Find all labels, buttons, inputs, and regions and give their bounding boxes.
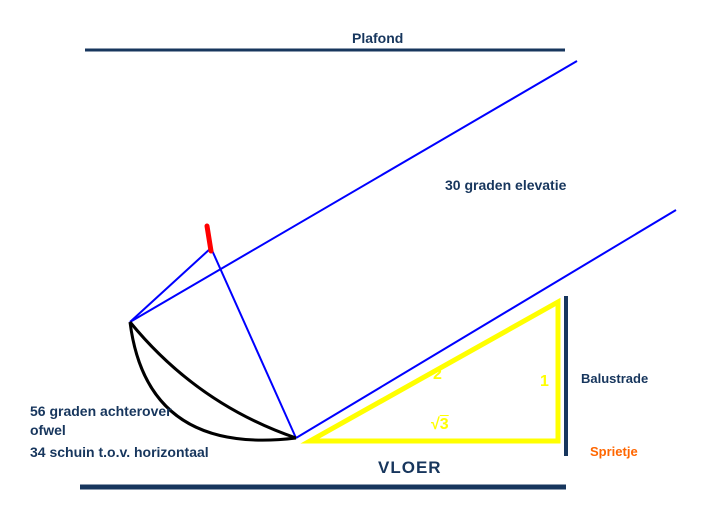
balustrade-label: Balustrade [581, 371, 649, 386]
tilt-text-line3: 34 schuin t.o.v. horizontaal [30, 444, 209, 460]
tilt-text-line1: 56 graden achterover [30, 403, 172, 419]
upper-incline-line [129, 60, 578, 323]
tilt-text-line2: ofwel [30, 422, 66, 438]
sqrt-sign: √ [431, 416, 440, 433]
stick-right-line [210, 247, 297, 439]
yellow-triangle [300, 297, 561, 444]
elevation-label: 30 graden elevatie [445, 177, 567, 193]
ceiling-label: Plafond [352, 30, 404, 46]
floor-label: VLOER [378, 458, 442, 477]
bent-stick-arc-outer [128, 321, 297, 442]
triangle-base-label: √3 [431, 417, 449, 433]
red-tip-mark [204, 223, 214, 254]
bent-stick-arc-inner [128, 321, 297, 440]
sprietje-label: Sprietje [590, 444, 638, 459]
triangle-hypotenuse-label: 2 [433, 366, 442, 383]
sqrt-value: 3 [439, 416, 449, 433]
triangle-vertical-label: 1 [540, 373, 549, 390]
stick-left-line [129, 247, 212, 323]
lower-incline-line [295, 209, 677, 439]
